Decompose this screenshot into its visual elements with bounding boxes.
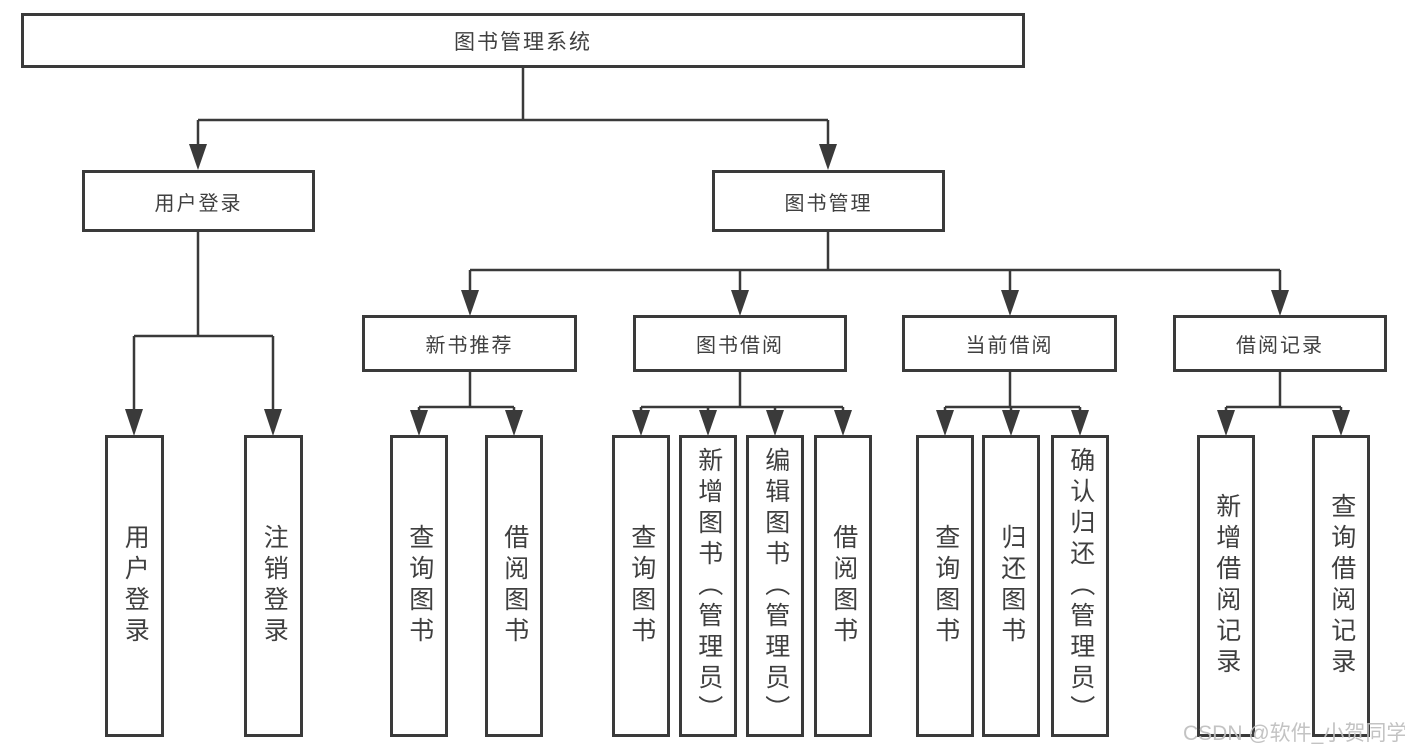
leaf-user-login: 用户登录 (105, 435, 164, 737)
leaf-logout: 注销登录 (244, 435, 303, 737)
node-current-borrow: 当前借阅 (902, 315, 1117, 372)
node-new-book-recommend: 新书推荐 (362, 315, 577, 372)
leaf-return-book: 归还图书 (982, 435, 1040, 737)
leaf-borrow-books: 借阅图书 (814, 435, 872, 737)
watermark: CSDN @软件_小贺同学 (1183, 722, 1405, 745)
leaf-query-borrow-record: 查询借阅记录 (1312, 435, 1370, 737)
leaf-query-books-current: 查询图书 (916, 435, 974, 737)
node-root: 图书管理系统 (21, 13, 1025, 68)
leaf-borrow-books-recommend: 借阅图书 (485, 435, 543, 737)
leaf-add-borrow-record: 新增借阅记录 (1197, 435, 1255, 737)
leaf-add-book-admin: 新增图书（管理员） (679, 435, 737, 737)
node-book-borrow: 图书借阅 (633, 315, 847, 372)
leaf-edit-book-admin: 编辑图书（管理员） (746, 435, 804, 737)
node-borrow-records: 借阅记录 (1173, 315, 1387, 372)
node-book-management: 图书管理 (712, 170, 945, 232)
leaf-query-books-borrow: 查询图书 (612, 435, 670, 737)
leaf-query-books-recommend: 查询图书 (390, 435, 448, 737)
leaf-confirm-return-admin: 确认归还（管理员） (1051, 435, 1109, 737)
node-user-login: 用户登录 (82, 170, 315, 232)
